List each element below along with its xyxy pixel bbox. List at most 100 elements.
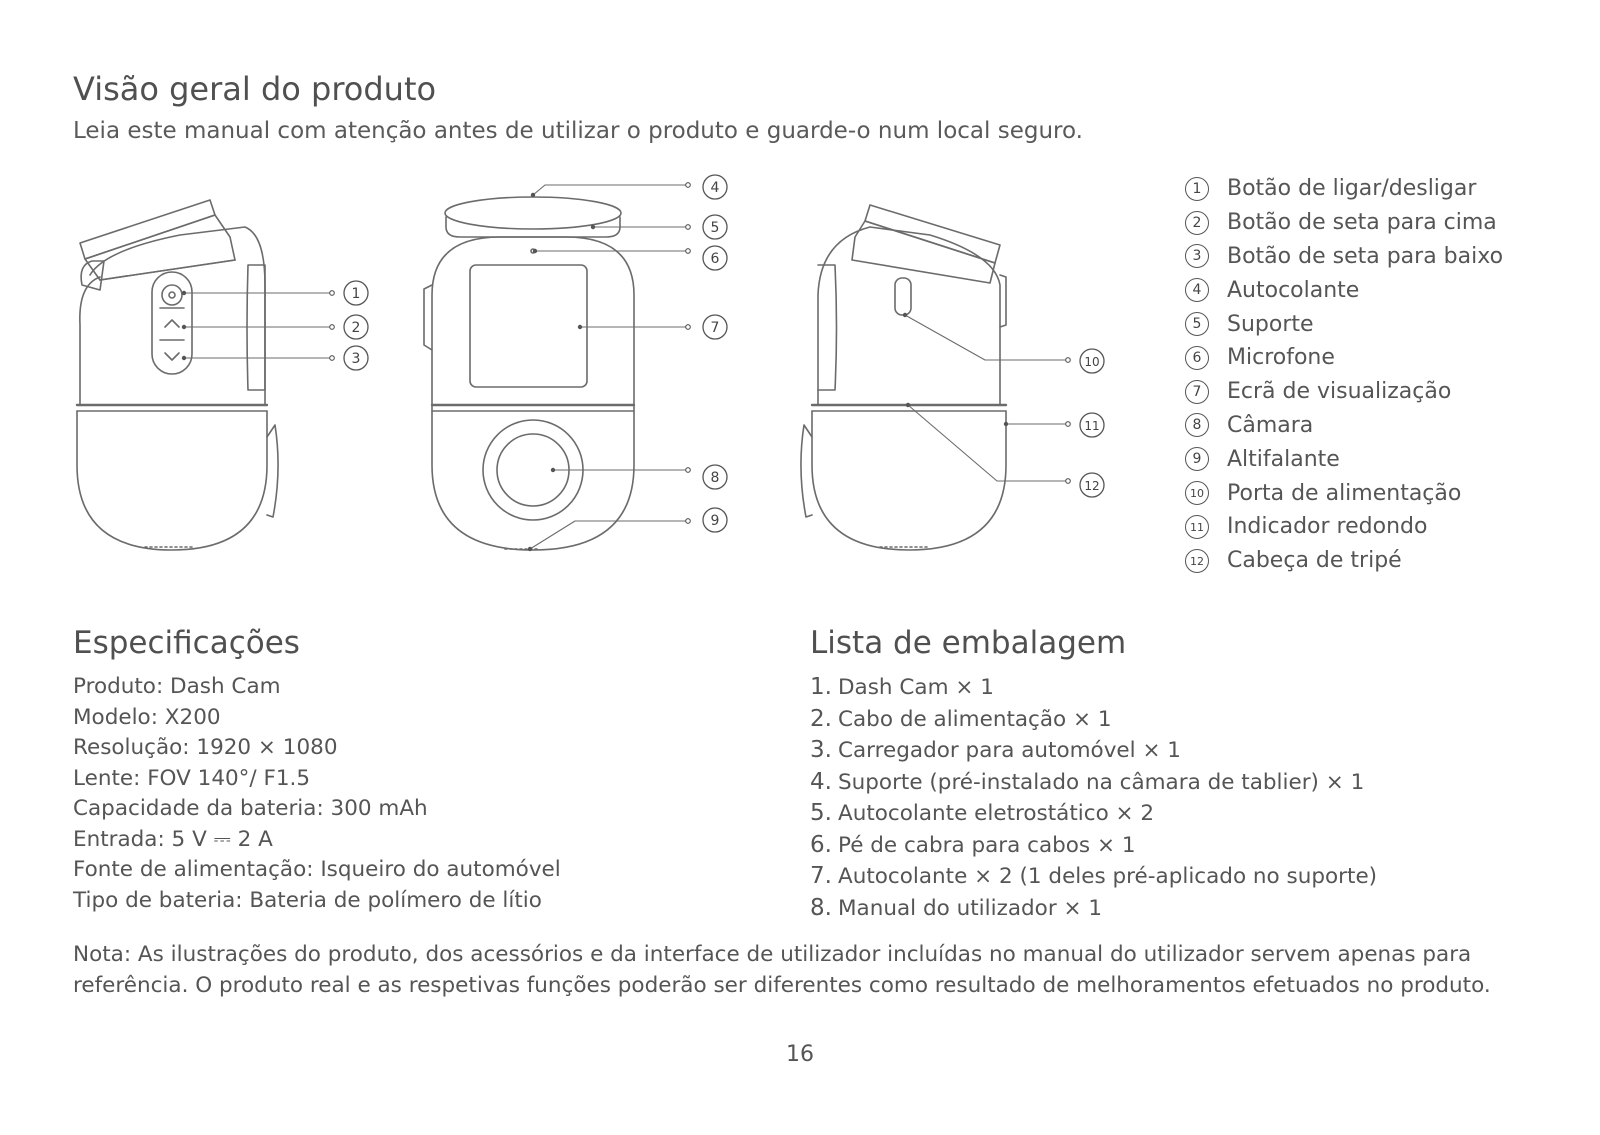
spec-item: Tipo de bateria: Bateria de polímero de … — [73, 887, 542, 913]
svg-text:8: 8 — [711, 470, 720, 486]
svg-text:12: 12 — [1084, 479, 1099, 493]
packing-item: 4.Suporte (pré-instalado na câmara de ta… — [810, 767, 1377, 799]
packing-item: 6.Pé de cabra para cabos × 1 — [810, 830, 1377, 862]
legend-label: Porta de alimentação — [1227, 480, 1462, 506]
legend-number: 6 — [1185, 345, 1209, 370]
legend-item: 7 Ecrã de visualização — [1185, 375, 1503, 409]
packing-text: Dash Cam × 1 — [838, 675, 994, 700]
packing-index: 2. — [810, 705, 832, 732]
spec-item: Produto: Dash Cam — [73, 674, 281, 699]
spec-item: Lente: FOV 140°/ F1.5 — [73, 765, 311, 791]
legend-item: 12 Cabeça de tripé — [1185, 544, 1503, 578]
svg-text:11: 11 — [1084, 419, 1099, 433]
packing-item: 1.Dash Cam × 1 — [810, 672, 1377, 704]
legend-label: Suporte — [1227, 311, 1314, 337]
packing-index: 1. — [810, 674, 832, 700]
callout-8: 8 — [702, 464, 728, 490]
callout-12: 12 — [1079, 472, 1105, 498]
legend-item: 2 Botão de seta para cima — [1185, 206, 1503, 240]
legend-item: 11 Indicador redondo — [1185, 510, 1503, 544]
callout-4: 4 — [702, 174, 728, 200]
legend-number: 10 — [1185, 481, 1209, 506]
legend-number: 9 — [1185, 447, 1209, 472]
packing-index: 5. — [810, 800, 832, 826]
legend-number: 1 — [1185, 176, 1209, 201]
callout-6: 6 — [702, 245, 728, 271]
svg-text:4: 4 — [711, 180, 720, 196]
legend-number: 5 — [1185, 312, 1209, 337]
callout-11: 11 — [1079, 412, 1105, 438]
disclaimer-note: Nota: As ilustrações do produto, dos ace… — [73, 942, 1491, 998]
page-title: Visão geral do produto — [73, 70, 437, 108]
svg-text:1: 1 — [352, 286, 361, 302]
svg-text:9: 9 — [711, 513, 720, 529]
packing-text: Carregador para automóvel × 1 — [838, 738, 1181, 763]
camera-front-view — [423, 196, 636, 551]
specs-heading: Especificações — [73, 625, 300, 661]
legend-number: 2 — [1185, 210, 1209, 235]
legend-label: Câmara — [1227, 412, 1314, 438]
camera-left-view — [75, 199, 279, 551]
callout-10: 10 — [1079, 348, 1105, 374]
packing-text: Cabo de alimentação × 1 — [838, 706, 1112, 732]
packing-text: Pé de cabra para cabos × 1 — [838, 832, 1136, 858]
svg-text:10: 10 — [1084, 355, 1099, 369]
packing-index: 3. — [810, 737, 832, 763]
product-diagram: 1 2 3 4 5 6 7 8 9 10 11 12 — [75, 174, 1105, 552]
legend-label: Autocolante — [1227, 277, 1360, 303]
svg-text:6: 6 — [711, 251, 720, 267]
legend-number: 11 — [1185, 514, 1209, 539]
legend-item: 8 Câmara — [1185, 409, 1503, 443]
legend-number: 4 — [1185, 278, 1209, 303]
packing-index: 8. — [810, 894, 832, 921]
legend-label: Altifalante — [1227, 446, 1340, 472]
legend-label: Ecrã de visualização — [1227, 379, 1452, 405]
packing-list: 1.Dash Cam × 1 2.Cabo de alimentação × 1… — [810, 672, 1377, 924]
legend-label: Microfone — [1227, 345, 1335, 371]
legend-item: 5 Suporte — [1185, 307, 1503, 341]
legend-number: 3 — [1185, 244, 1209, 269]
legend-item: 6 Microfone — [1185, 341, 1503, 375]
svg-text:7: 7 — [711, 320, 720, 336]
page-subtitle: Leia este manual com atenção antes de ut… — [73, 118, 1083, 144]
callout-7: 7 — [702, 314, 728, 340]
legend-label: Cabeça de tripé — [1227, 548, 1402, 574]
legend-item: 4 Autocolante — [1185, 273, 1503, 307]
legend-item: 10 Porta de alimentação — [1185, 476, 1503, 510]
svg-text:5: 5 — [711, 220, 720, 236]
legend-item: 9 Altifalante — [1185, 442, 1503, 476]
callout-leaders — [183, 184, 1069, 550]
svg-text:2: 2 — [352, 320, 361, 336]
spec-item: Modelo: X200 — [73, 704, 221, 730]
legend-label: Botão de seta para cima — [1227, 210, 1497, 236]
legend-label: Botão de seta para baixo — [1227, 243, 1504, 269]
callout-1: 1 — [343, 280, 369, 306]
legend-number: 7 — [1185, 379, 1209, 404]
callout-2: 2 — [343, 314, 369, 340]
spec-item: Resolução: 1920 × 1080 — [73, 735, 338, 760]
packing-index: 7. — [810, 863, 832, 889]
packing-text: Suporte (pré-instalado na câmara de tabl… — [838, 769, 1365, 795]
legend-item: 3 Botão de seta para baixo — [1185, 240, 1503, 274]
callout-3: 3 — [343, 345, 369, 371]
callout-9: 9 — [702, 507, 728, 533]
callout-5: 5 — [702, 214, 728, 240]
packing-item: 8.Manual do utilizador × 1 — [810, 893, 1377, 925]
legend-label: Indicador redondo — [1227, 514, 1428, 540]
legend-number: 8 — [1185, 413, 1209, 438]
legend-item: 1 Botão de ligar/desligar — [1185, 172, 1503, 206]
spec-item: Capacidade da bateria: 300 mAh — [73, 796, 428, 821]
packing-heading: Lista de embalagem — [810, 625, 1127, 661]
packing-index: 4. — [810, 768, 832, 795]
spec-item: Fonte de alimentação: Isqueiro do automó… — [73, 857, 561, 882]
page-number: 16 — [786, 1042, 814, 1067]
packing-index: 6. — [810, 831, 832, 858]
packing-text: Autocolante × 2 (1 deles pré-aplicado no… — [838, 864, 1378, 889]
packing-text: Autocolante eletrostático × 2 — [838, 801, 1155, 826]
specs-list: Produto: Dash Cam Modelo: X200 Resolução… — [73, 672, 561, 916]
legend-label: Botão de ligar/desligar — [1227, 176, 1477, 202]
legend-number: 12 — [1185, 548, 1209, 573]
packing-item: 2.Cabo de alimentação × 1 — [810, 704, 1377, 736]
